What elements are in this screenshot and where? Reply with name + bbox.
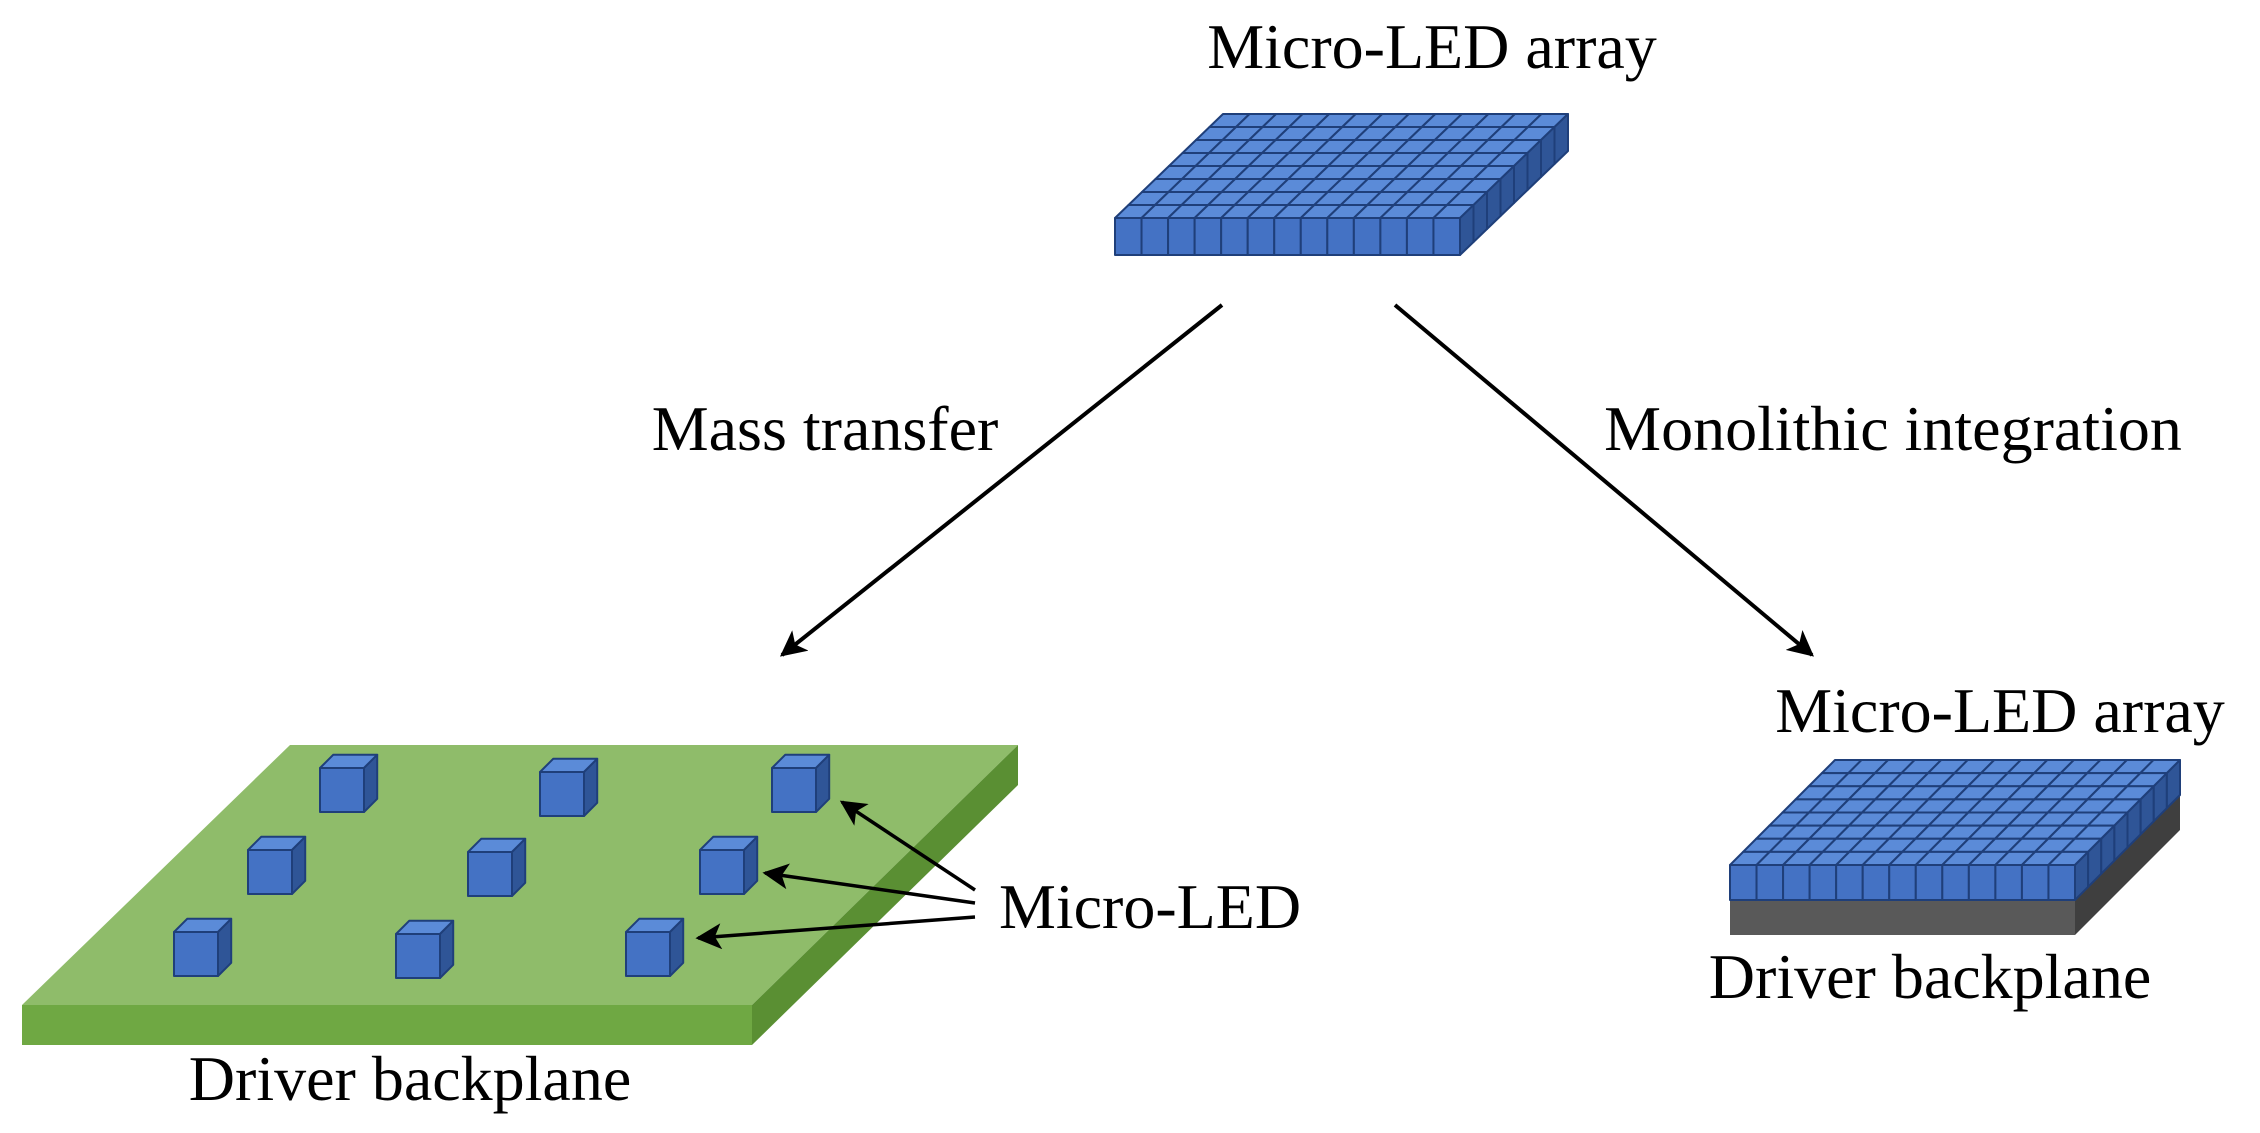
micro-led-front <box>625 931 671 977</box>
led-cell-front <box>1835 864 1864 901</box>
micro-led-6 <box>699 835 759 895</box>
micro-led-4 <box>247 835 307 895</box>
left-driver-backplane-label: Driver backplane <box>189 1043 631 1114</box>
led-cell-front <box>1888 864 1917 901</box>
backplane-front-face <box>22 1005 752 1045</box>
top-array-label: Micro-LED array <box>1207 11 1657 82</box>
right-micro-led-array <box>1729 759 2181 901</box>
micro-led-5 <box>467 837 527 897</box>
micro-led-front <box>395 933 441 979</box>
led-cell-front <box>1220 217 1249 256</box>
dark-backplane-front <box>1730 900 2075 935</box>
top-micro-led-array <box>1114 113 1569 256</box>
led-cell-front <box>1432 217 1461 256</box>
led-cell-front <box>1273 217 1302 256</box>
micro-led-front <box>467 851 513 897</box>
led-cell-front <box>1193 217 1223 256</box>
dark-backplane-side <box>2075 795 2180 935</box>
micro-led-pointer-arrows <box>695 800 976 950</box>
led-cell-front <box>1914 864 1944 901</box>
micro-led-label: Micro-LED <box>999 871 1301 942</box>
monolithic-integration-label: Monolithic integration <box>1604 393 2182 464</box>
led-cell-front <box>1941 864 1970 901</box>
right-array-label: Micro-LED array <box>1775 675 2225 746</box>
led-cell-front <box>1326 217 1355 256</box>
scattered-micro-leds <box>173 753 831 979</box>
micro-led-9 <box>625 917 685 977</box>
micro-led-front <box>247 849 293 895</box>
pointer-arrow-1 <box>839 800 976 892</box>
led-cell-front <box>2047 864 2076 901</box>
micro-led-8 <box>395 919 455 979</box>
right-driver-backplane <box>1730 795 2180 935</box>
micro-led-front <box>319 767 365 813</box>
mass-transfer-label: Mass transfer <box>652 393 999 464</box>
right-driver-backplane-label: Driver backplane <box>1709 941 2151 1012</box>
left-driver-backplane <box>22 745 1018 1045</box>
led-cell-front <box>1379 217 1408 256</box>
micro-led-front <box>173 931 219 977</box>
micro-led-front <box>539 771 585 817</box>
micro-led-2 <box>539 757 599 817</box>
micro-led-3 <box>771 753 831 813</box>
micro-led-7 <box>173 917 233 977</box>
backplane-side-face <box>752 745 1018 1045</box>
led-cell-front <box>1755 864 1785 901</box>
led-cell-front <box>1994 864 2023 901</box>
led-cell-front <box>1782 864 1811 901</box>
monolithic-integration-arrow <box>1393 303 1814 657</box>
led-cell-front <box>1405 217 1435 256</box>
pointer-arrow-3 <box>695 915 976 950</box>
led-cell-front <box>2020 864 2050 901</box>
led-cell-front <box>1352 217 1382 256</box>
led-cell-front <box>1299 217 1329 256</box>
led-cell-front <box>1861 864 1891 901</box>
led-cell-front <box>1114 217 1143 256</box>
led-cell-front <box>1967 864 1997 901</box>
led-cell-front <box>1167 217 1196 256</box>
led-cell-front <box>1808 864 1838 901</box>
micro-led-front <box>771 767 817 813</box>
pointer-arrow-2 <box>762 863 976 905</box>
micro-led-1 <box>319 753 379 813</box>
micro-led-front <box>699 849 745 895</box>
led-cell-front <box>1246 217 1276 256</box>
led-cell-side <box>2165 759 2181 810</box>
led-cell-side <box>1553 113 1569 165</box>
mass-transfer-arrow <box>779 303 1224 657</box>
led-cell-front <box>1729 864 1758 901</box>
led-cell-front <box>1140 217 1170 256</box>
